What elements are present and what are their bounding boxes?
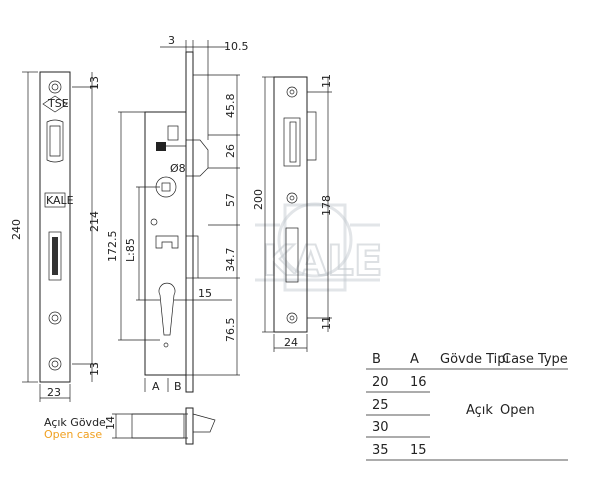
dim-3: 3 <box>168 34 175 47</box>
dim-l85: L:85 <box>124 238 137 262</box>
tse-logo-icon <box>42 95 68 113</box>
dim-top: 13 <box>88 76 101 90</box>
table-cell-a: 15 <box>410 443 427 458</box>
dim-26: 26 <box>224 144 237 158</box>
label-b: B <box>174 380 182 393</box>
dim-11-top: 11 <box>320 74 333 88</box>
screw-bottom <box>48 357 62 371</box>
latch-side <box>186 139 209 177</box>
table-cell-b: 25 <box>372 398 389 413</box>
lock-body <box>144 111 187 376</box>
dim-diameter-8: Ø8 <box>170 162 186 175</box>
label-a: A <box>152 380 160 393</box>
side-faceplate <box>185 51 194 393</box>
kale-watermark: KALE <box>255 202 384 292</box>
front-faceplate-view: TSE KALE 240 13 214 13 23 <box>10 71 101 402</box>
header-case-type-en: Case Type <box>502 352 568 367</box>
dim-inner-height: 214 <box>88 211 101 232</box>
dim-11-bottom: 11 <box>320 316 333 330</box>
variant-table: B A Gövde Tipi Case Type 20 16 25 30 35 … <box>366 352 568 461</box>
dim-200: 200 <box>252 189 265 210</box>
latch-bolt <box>46 119 64 163</box>
side-lock-body-view: 3 10.5 45.8 26 57 34.7 76.5 Ø8 15 172.5 … <box>106 34 249 393</box>
screw-top <box>48 80 62 94</box>
deadbolt-mechanism <box>155 235 179 249</box>
deadbolt <box>48 231 62 281</box>
dim-57: 57 <box>224 193 237 207</box>
watermark-text: KALE <box>262 236 383 285</box>
cylinder-hole <box>158 282 176 336</box>
dim-24: 24 <box>284 336 298 349</box>
dim-178: 178 <box>320 195 333 216</box>
header-case-type-tr: Gövde Tipi <box>440 352 509 367</box>
strike-plate-outline <box>273 76 308 333</box>
dim-76-5: 76.5 <box>224 318 237 343</box>
case-body-section <box>131 413 185 439</box>
dim-172-5: 172.5 <box>106 231 119 263</box>
dim-bottom: 13 <box>88 362 101 376</box>
latch-opening <box>283 117 301 167</box>
faceplate-outline <box>39 71 71 383</box>
type-open-en: Open <box>500 403 535 418</box>
dim-45-8: 45.8 <box>224 94 237 119</box>
open-case-label-tr: Açık Gövde <box>44 416 106 429</box>
screw-mid <box>48 311 62 325</box>
table-cell-b: 20 <box>372 375 389 390</box>
open-case-view: Açık Gövde Open case 14 <box>44 407 216 445</box>
header-b: B <box>372 352 381 367</box>
deadbolt-side <box>185 235 199 279</box>
type-open-tr: Açık <box>466 403 493 418</box>
latch-spring <box>167 125 179 141</box>
open-case-label-en: Open case <box>44 428 102 441</box>
kale-logo-icon <box>44 192 66 208</box>
dim-14: 14 <box>104 416 117 430</box>
dim-15: 15 <box>198 287 212 300</box>
dim-width: 23 <box>47 386 61 399</box>
table-cell-b: 35 <box>372 443 389 458</box>
tse-logo-text: TSE <box>47 97 69 110</box>
dim-total-height: 240 <box>10 219 23 240</box>
bolt-opening <box>285 227 299 283</box>
strike-plate-view: 200 11 178 11 24 <box>252 74 333 352</box>
dim-10-5: 10.5 <box>224 40 249 53</box>
header-a: A <box>410 352 419 367</box>
table-cell-a: 16 <box>410 375 427 390</box>
table-cell-b: 30 <box>372 420 389 435</box>
kale-logo-text: KALE <box>46 194 74 207</box>
dim-34-7: 34.7 <box>224 248 237 273</box>
